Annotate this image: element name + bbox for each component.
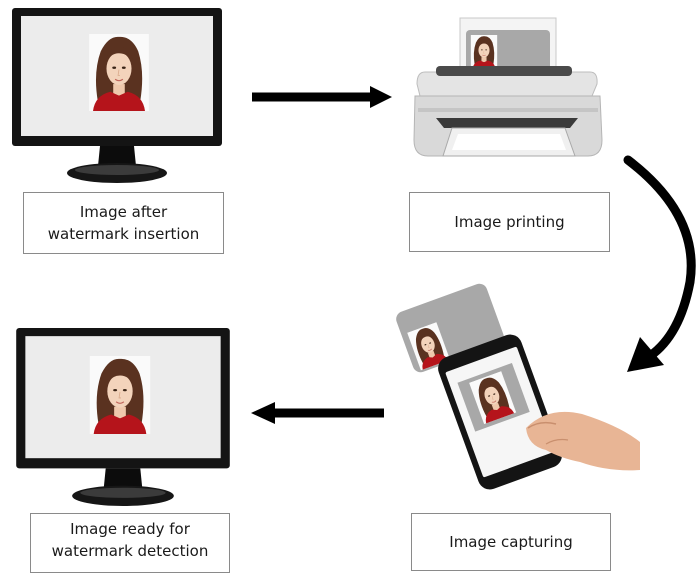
arrow-left: [251, 402, 384, 424]
arrow-right: [252, 86, 392, 108]
monitor-icon: [16, 328, 230, 506]
portrait-photo-icon: [89, 356, 151, 434]
caption-printing: Image printing: [409, 192, 610, 252]
smartphone-icon: [396, 283, 640, 490]
caption-ready-detection: Image ready for watermark detection: [30, 513, 230, 573]
arrow-curved: [623, 155, 696, 372]
caption-capturing: Image capturing: [411, 513, 611, 571]
portrait-photo-icon: [470, 35, 498, 69]
caption-after-insertion: Image after watermark insertion: [23, 192, 224, 254]
monitor-icon: [12, 8, 222, 183]
printer-icon: [413, 17, 603, 157]
portrait-photo-icon: [88, 34, 150, 111]
